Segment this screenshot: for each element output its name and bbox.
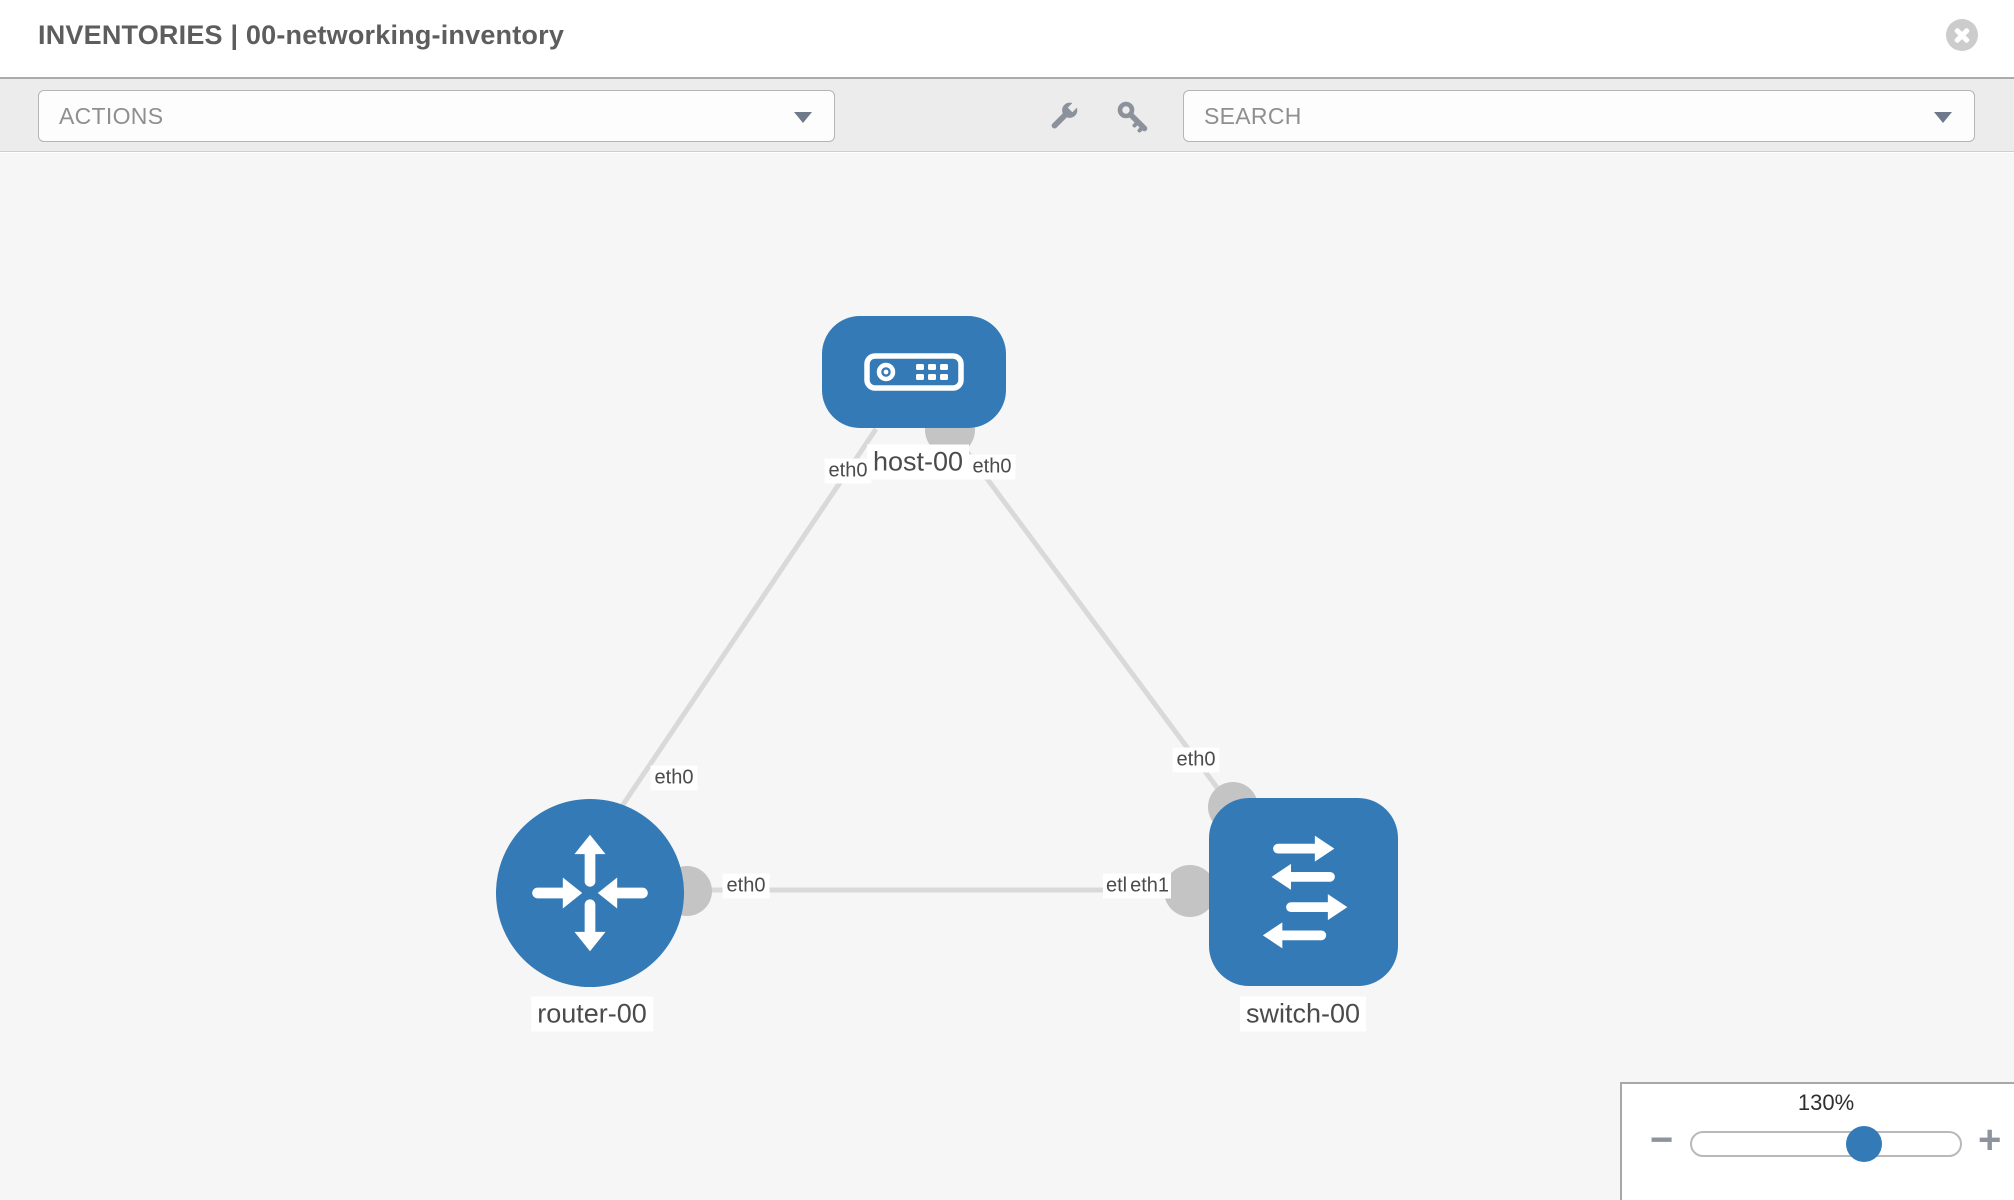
interface-dot-switch-left[interactable] (1164, 865, 1216, 917)
close-button[interactable] (1946, 19, 1978, 51)
search-dropdown-label: SEARCH (1204, 102, 1302, 129)
chevron-down-icon (1934, 112, 1952, 123)
zoom-in-button[interactable]: + (1978, 1118, 2002, 1162)
topology-links-layer (590, 405, 1303, 917)
link-host-switch[interactable] (947, 427, 1236, 811)
router-icon (532, 834, 648, 952)
interface-label-eth1: eth1 (1127, 873, 1172, 899)
key-icon (1117, 101, 1148, 133)
wrench-icon (1051, 101, 1079, 129)
link-host-router[interactable] (613, 427, 879, 817)
interface-label-host-eth0-right: eth0 (968, 454, 1016, 480)
interface-label-router-eth0-mid: eth0 (722, 873, 770, 899)
topology-canvas[interactable]: host-00 router-00 switch-00 eth0 eth0 et… (0, 153, 2014, 1200)
node-router-00[interactable] (496, 799, 684, 987)
interface-label-router-eth0: eth0 (650, 765, 698, 791)
switch-icon (1262, 835, 1347, 949)
search-dropdown[interactable]: SEARCH (1183, 90, 1975, 142)
node-host-00[interactable] (822, 316, 1006, 428)
zoom-slider-handle[interactable] (1846, 1126, 1882, 1162)
node-label-switch: switch-00 (1239, 996, 1367, 1032)
zoom-level-text: 130% (1797, 1090, 1855, 1115)
zoom-out-button[interactable]: − (1650, 1118, 1674, 1162)
page-header: INVENTORIES | 00-networking-inventory (0, 0, 2014, 77)
credentials-button[interactable] (1113, 97, 1153, 137)
zoom-slider-track[interactable] (1690, 1131, 1962, 1157)
actions-dropdown-label: ACTIONS (59, 102, 164, 129)
tools-button[interactable] (1043, 97, 1083, 137)
interface-label-switch-eth0: eth0 (1172, 747, 1220, 773)
host-icon (864, 353, 964, 391)
zoom-control-panel: 130% − + (1620, 1082, 2014, 1200)
page-title: INVENTORIES | 00-networking-inventory (38, 20, 565, 50)
interface-label-host-eth0-left: eth0 (824, 458, 872, 484)
actions-dropdown[interactable]: ACTIONS (38, 90, 835, 142)
interface-label-overlap-fragment: etl (1102, 873, 1128, 899)
toolbar: ACTIONS SEARCH (0, 77, 2014, 152)
node-label-router: router-00 (531, 996, 653, 1032)
node-label-host: host-00 (866, 444, 970, 480)
node-switch-00[interactable] (1209, 798, 1398, 986)
chevron-down-icon (794, 112, 812, 123)
